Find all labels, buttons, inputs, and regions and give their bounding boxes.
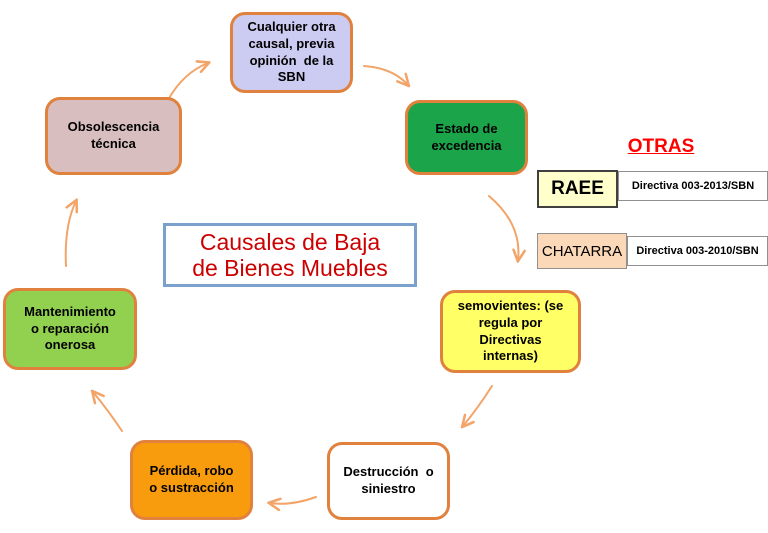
node-estado-de-excedencia: Estado de excedencia	[405, 100, 528, 175]
node-label: Cualquier otra causal, previa opinión de…	[247, 18, 336, 85]
otras-row-raee-label: RAEE	[537, 170, 618, 208]
arrow-top-to-green	[363, 65, 408, 85]
arrow-lightgreen-to-pink	[64, 201, 76, 267]
node-semovientes: semovientes: (se regula por Directivas i…	[440, 290, 581, 373]
node-label: Obsolescencia técnica	[67, 119, 160, 151]
node-label: Pérdida, robo o sustracción	[149, 463, 234, 495]
node-cualquier-otra-causal: Cualquier otra causal, previa opinión de…	[230, 12, 353, 93]
otras-row-chatarra-label: CHATARRA	[537, 233, 627, 269]
arrow-pink-to-top	[167, 63, 208, 101]
arrow-white-to-orange	[270, 496, 317, 504]
node-destruccion-o-siniestro: Destrucción o siniestro	[327, 442, 450, 520]
otras-heading: OTRAS	[627, 136, 695, 157]
node-perdida-robo-sustraccion: Pérdida, robo o sustracción	[130, 440, 253, 520]
node-label: Estado de excedencia	[431, 120, 502, 153]
arrow-yellow-to-white	[463, 385, 493, 426]
node-obsolescencia-tecnica: Obsolescencia técnica	[45, 97, 182, 175]
node-label: Destrucción o siniestro	[343, 464, 434, 496]
node-label: Mantenimiento o reparación onerosa	[24, 303, 116, 353]
arrow-green-to-yellow	[488, 195, 518, 260]
otras-row-raee-directive: Directiva 003-2013/SBN	[618, 171, 768, 201]
node-mantenimiento-reparacion: Mantenimiento o reparación onerosa	[3, 288, 137, 370]
arrow-orange-to-lightgreen	[93, 392, 123, 432]
node-label: semovientes: (se regula por Directivas i…	[457, 297, 564, 364]
otras-row-chatarra-directive: Directiva 003-2010/SBN	[627, 236, 768, 266]
diagram-title: Causales de Baja de Bienes Muebles	[163, 223, 417, 287]
diagram-title-text: Causales de Baja de Bienes Muebles	[192, 228, 388, 281]
